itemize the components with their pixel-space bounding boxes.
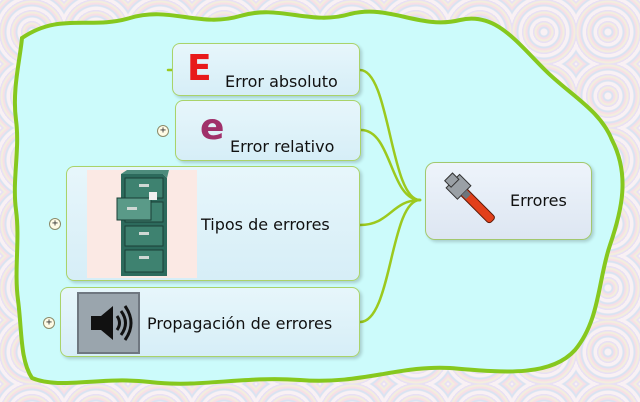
speaker-icon: [77, 292, 140, 354]
node-error-absoluto[interactable]: E Error absoluto: [172, 43, 360, 96]
expand-error-relativo-button[interactable]: +: [157, 125, 169, 137]
connector-error-absoluto: [358, 68, 422, 202]
root-label: Errores: [510, 191, 567, 210]
connectors: [166, 68, 422, 324]
connector-propagacion: [358, 198, 422, 324]
node-propagacion-de-errores[interactable]: Propagación de errores: [60, 287, 360, 357]
letter-E-icon: E: [187, 48, 212, 89]
root-node-errores[interactable]: Errores: [425, 162, 592, 240]
connector-tipos: [358, 198, 422, 227]
letter-e-icon: e: [200, 107, 225, 148]
wrench-icon: [440, 169, 506, 235]
file-cabinet-icon: [87, 170, 197, 278]
node-label-error-absoluto: Error absoluto: [225, 72, 338, 91]
node-tipos-de-errores[interactable]: Tipos de errores: [66, 166, 360, 281]
connector-error-relativo: [359, 128, 422, 202]
node-error-relativo[interactable]: e Error relativo: [175, 100, 361, 161]
node-label-tipos-de-errores: Tipos de errores: [201, 215, 330, 234]
node-label-propagacion-de-errores: Propagación de errores: [147, 314, 333, 333]
expand-propagacion-button[interactable]: +: [43, 317, 55, 329]
node-label-error-relativo: Error relativo: [230, 137, 335, 156]
expand-tipos-de-errores-button[interactable]: +: [49, 218, 61, 230]
